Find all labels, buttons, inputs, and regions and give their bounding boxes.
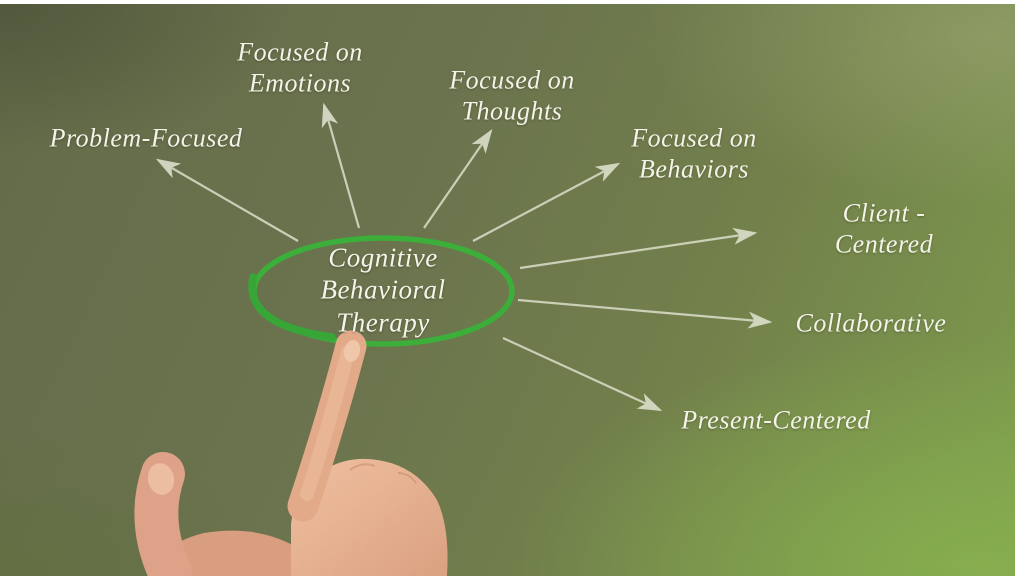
hand-thumbnail — [147, 463, 175, 495]
top-white-border — [0, 0, 1024, 4]
hand-knuckle-creases — [349, 463, 417, 484]
arrow-client-centered — [519, 227, 758, 270]
center-topic-label: Cognitive Behavioral Therapy — [320, 242, 446, 338]
arrow-problem-focused — [155, 158, 299, 242]
branch-label-client-centered: Client -Centered — [834, 198, 934, 258]
arrow-present-centered — [502, 337, 663, 412]
branch-label-focused-on-thoughts: Focused on Thoughts — [449, 65, 575, 125]
arrow-focused-on-behaviors — [472, 162, 621, 242]
branch-label-focused-on-behaviors: Focused on Behaviors — [631, 123, 757, 183]
hand-palm — [291, 458, 448, 576]
hand-index-highlight — [300, 345, 355, 501]
ellipse-double-stroke — [248, 273, 336, 341]
branch-label-collaborative: Collaborative — [795, 308, 947, 338]
branch-label-present-centered: Present-Centered — [681, 405, 871, 435]
hand-fingernail — [343, 340, 361, 362]
arrow-focused-on-thoughts — [423, 129, 493, 229]
right-white-border — [1015, 0, 1024, 576]
arrow-group — [155, 102, 773, 412]
arrow-collaborative — [517, 298, 773, 329]
branch-label-problem-focused: Problem-Focused — [49, 123, 243, 153]
arrow-focused-on-emotions — [321, 102, 361, 229]
pointing-hand — [134, 330, 448, 576]
center-ellipse — [248, 235, 515, 347]
branch-label-focused-on-emotions: Focused on Emotions — [237, 37, 363, 97]
